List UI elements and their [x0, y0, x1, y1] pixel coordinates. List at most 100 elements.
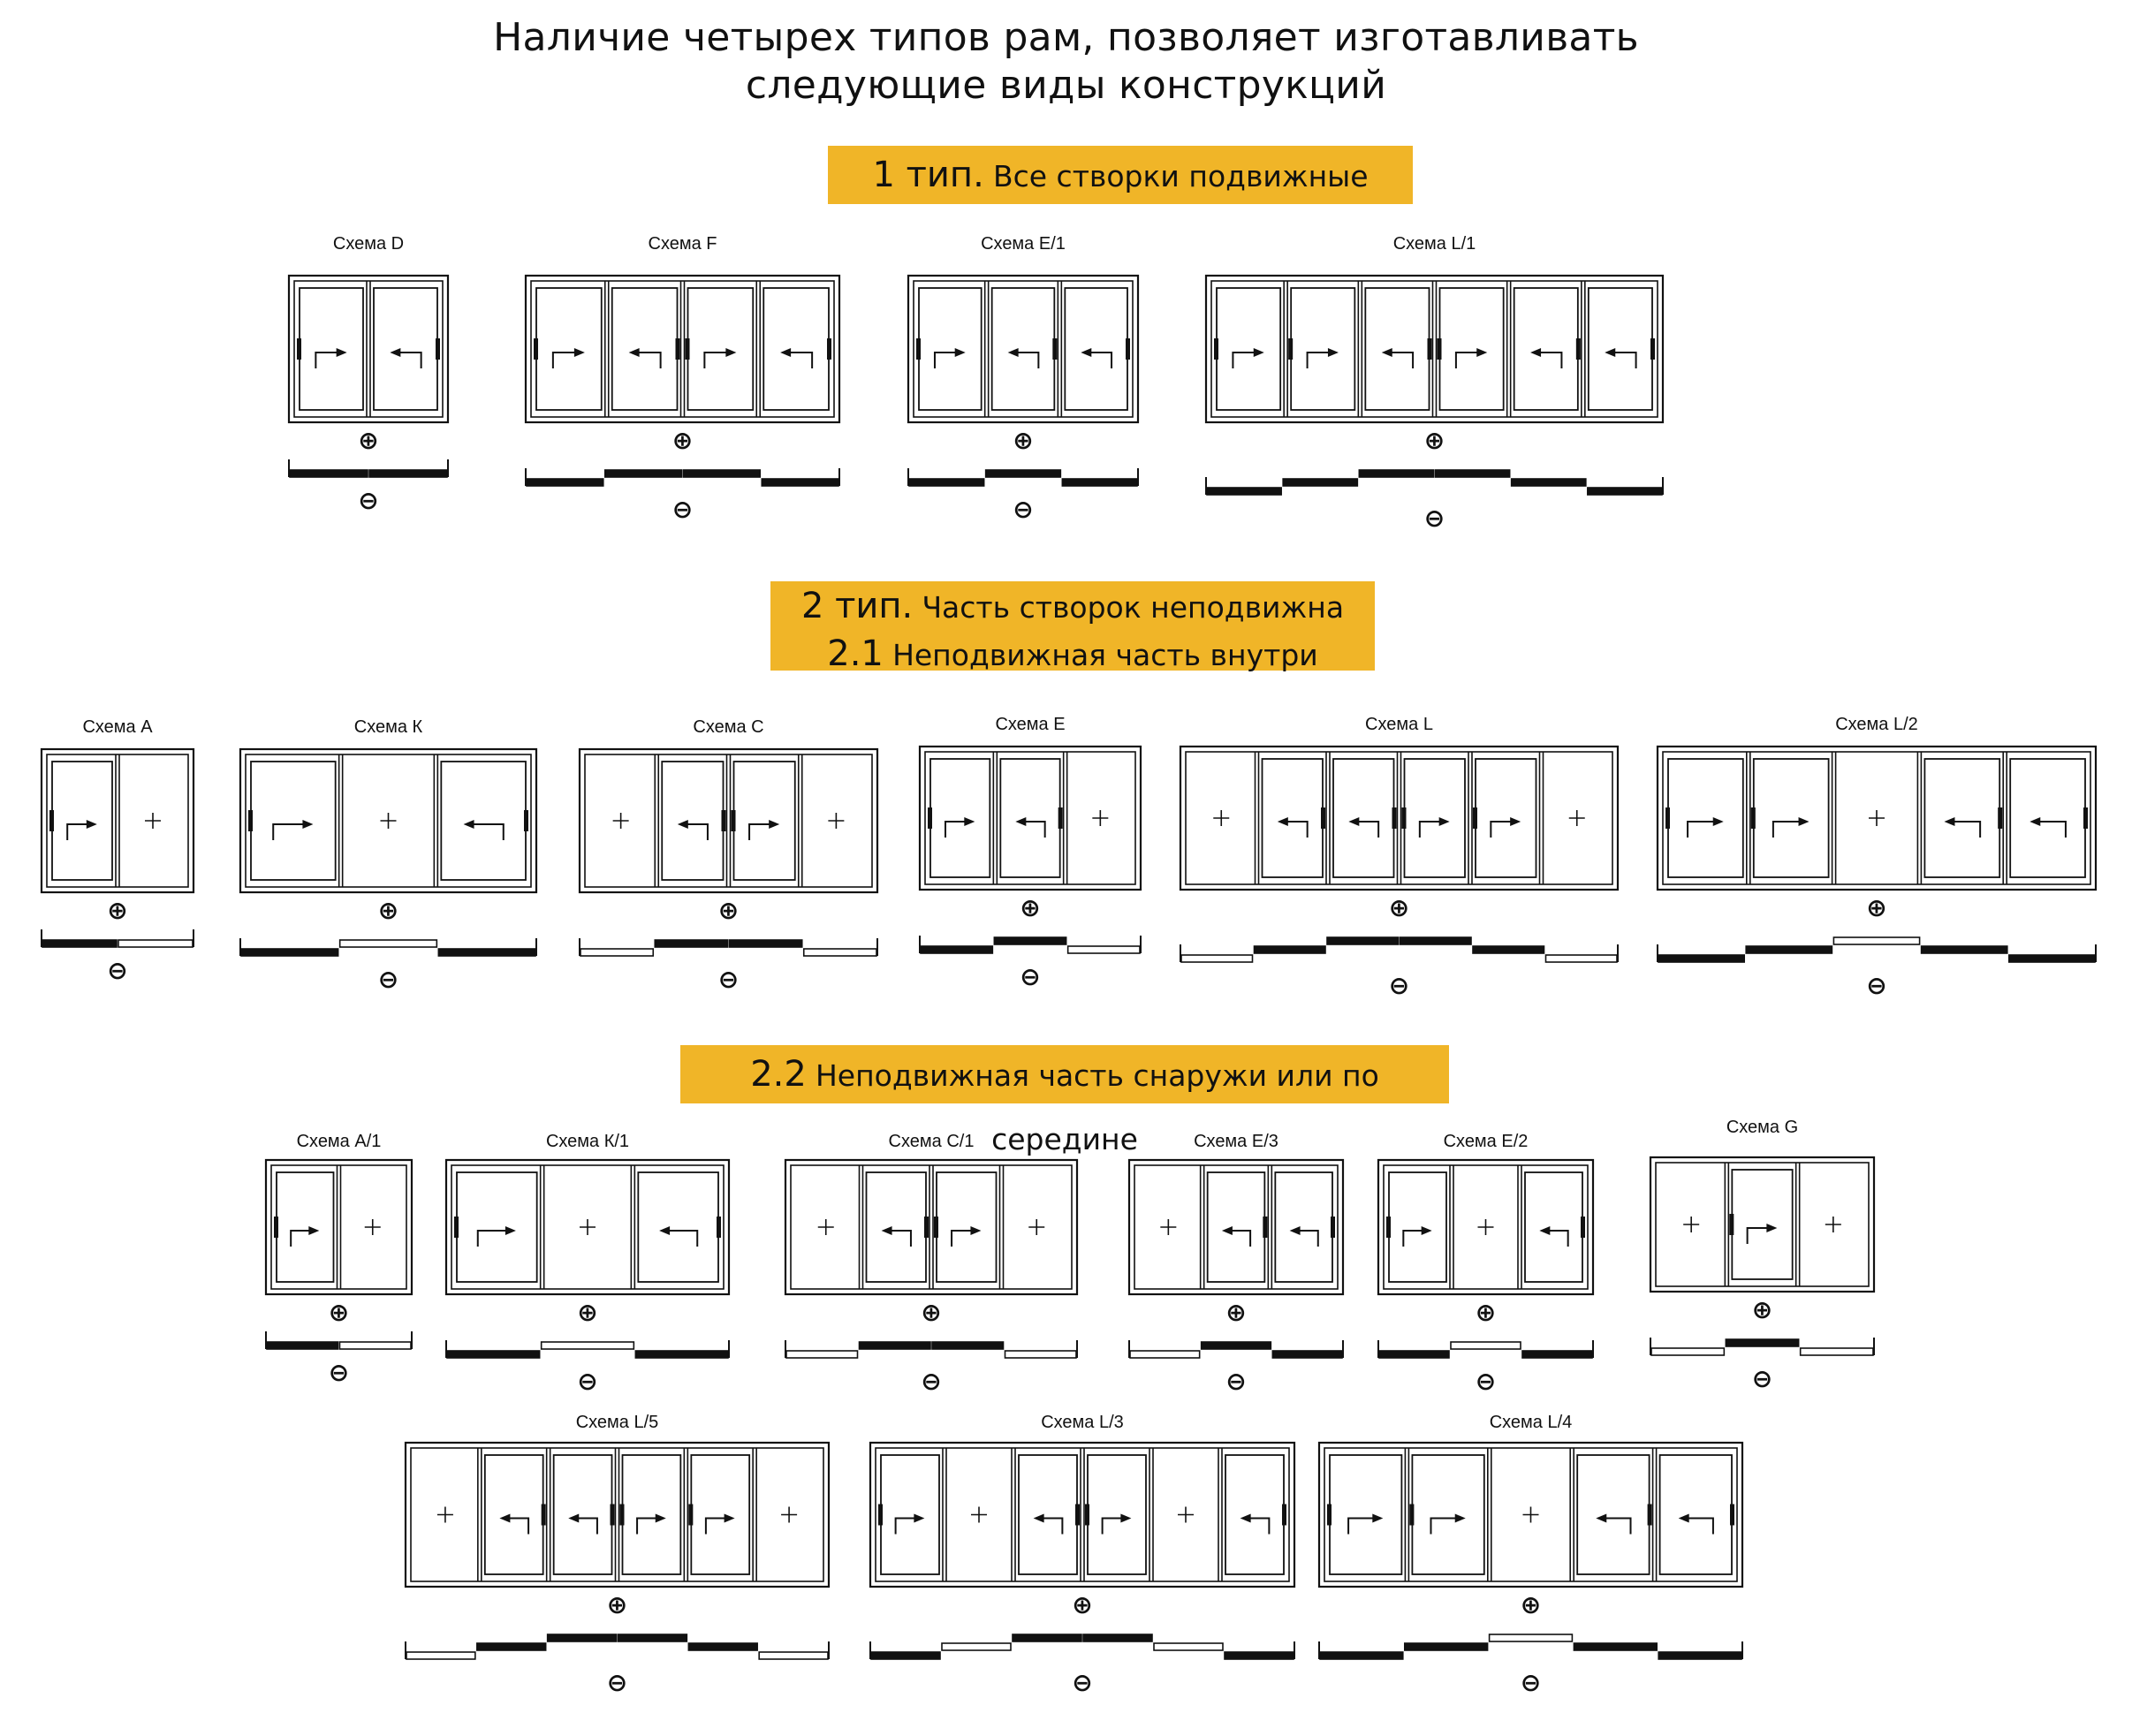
- handle-icon: [49, 810, 54, 831]
- arrow-left-icon: [1546, 1230, 1569, 1247]
- arrow-left-icon: [1612, 352, 1637, 368]
- outside-symbol-icon: ⊕: [1013, 426, 1033, 455]
- arrow-right-icon: [1490, 821, 1514, 838]
- arrow-head-icon: [1712, 817, 1724, 826]
- scheme-12: Схема C/1⊕⊖: [784, 1132, 1079, 1396]
- scheme-label: Схема L: [1365, 715, 1433, 734]
- track-sliding-bar: [920, 945, 994, 954]
- scheme-label: Схема L/1: [1393, 234, 1476, 254]
- inside-symbol-icon: ⊖: [1020, 962, 1040, 991]
- banner-type-1-num: 1 тип.: [872, 155, 984, 195]
- track-sliding-bar: [2008, 954, 2096, 963]
- arrow-left-icon: [1685, 1517, 1714, 1535]
- handle-icon: [1214, 338, 1218, 360]
- banner-type-2-1-text: Неподвижная часть внутри: [892, 638, 1318, 672]
- inside-symbol-icon: ⊖: [329, 1358, 349, 1387]
- banner-type-2-2: 2.2 Неподвижная часть снаружи или по сер…: [680, 1045, 1449, 1156]
- track-sliding-bar: [1404, 1642, 1489, 1651]
- frame-outer: [907, 274, 1140, 424]
- handle-icon: [1750, 807, 1756, 829]
- arrow-left-icon: [666, 1230, 699, 1247]
- scheme-4: Схема A⊕⊖: [40, 717, 195, 985]
- handle-icon: [1575, 338, 1581, 360]
- frame-outer: [784, 1158, 1079, 1296]
- banner-type-2-2-text: Неподвижная часть снаружи или по середин…: [815, 1058, 1379, 1156]
- scheme-18: Схема L/4⊕⊖: [1317, 1413, 1744, 1697]
- handle-icon: [1729, 1214, 1734, 1235]
- inside-symbol-icon: ⊖: [718, 965, 739, 994]
- frame-inner: [924, 751, 1136, 885]
- track-sliding-bar: [993, 936, 1067, 945]
- scheme-label: Схема E: [995, 715, 1065, 734]
- handle-icon: [1437, 338, 1442, 360]
- track-fixed-bar: [1650, 1347, 1726, 1356]
- scheme-15: Схема G⊕⊖: [1649, 1118, 1876, 1393]
- frame-outer: [1204, 274, 1665, 424]
- handle-icon: [1581, 1217, 1585, 1238]
- scheme-2: Схема E/1⊕⊖: [907, 234, 1140, 524]
- arrow-right-icon: [1772, 821, 1802, 838]
- track-sliding-bar: [1658, 1651, 1742, 1660]
- arrow-head-icon: [655, 1513, 666, 1523]
- track-sliding-bar: [1271, 1350, 1343, 1359]
- track-sliding-bar: [1434, 469, 1511, 478]
- page-title: Наличие четырех типов рам, позволяет изг…: [0, 14, 2132, 110]
- handle-icon: [1730, 1504, 1734, 1526]
- arrow-head-icon: [463, 820, 474, 829]
- track-fixed-bar: [1129, 1350, 1201, 1359]
- track-fixed-bar: [406, 1651, 476, 1660]
- arrow-right-icon: [272, 823, 307, 840]
- handle-icon: [1473, 807, 1477, 829]
- track-sliding-bar: [1587, 487, 1663, 496]
- handle-icon: [1085, 1504, 1089, 1526]
- arrow-right-icon: [933, 352, 959, 368]
- track-fixed-bar: [802, 948, 877, 957]
- scheme-16: Схема L/5⊕⊖: [404, 1413, 831, 1697]
- banner-type-2-2-num: 2.2: [750, 1054, 807, 1095]
- frame-inner: [875, 1447, 1290, 1582]
- arrow-right-icon: [1347, 1517, 1377, 1535]
- arrow-left-icon: [1088, 352, 1113, 368]
- handle-icon: [436, 338, 440, 360]
- handle-icon: [1288, 338, 1294, 360]
- handle-icon: [1263, 1217, 1268, 1238]
- track-fixed-bar: [758, 1651, 829, 1660]
- frame-inner: [584, 754, 873, 888]
- arrow-left-icon: [1951, 821, 1982, 838]
- arrow-left-icon: [1040, 1517, 1064, 1535]
- scheme-7: Схема E⊕⊖: [918, 715, 1142, 991]
- track-sliding-bar: [368, 469, 448, 478]
- frame-outer: [264, 1158, 414, 1296]
- arrow-right-icon: [1306, 352, 1332, 368]
- frame-inner: [46, 754, 189, 888]
- arrow-head-icon: [505, 1226, 516, 1235]
- scheme-8: Схема L⊕⊖: [1179, 715, 1620, 1000]
- track-sliding-bar: [1224, 1651, 1294, 1660]
- handle-icon: [928, 807, 932, 829]
- inside-symbol-icon: ⊖: [607, 1668, 627, 1697]
- track-fixed-bar: [785, 1350, 859, 1359]
- track-sliding-bar: [761, 478, 839, 487]
- track-sliding-bar: [1358, 469, 1435, 478]
- banner-type-2-num: 2 тип.: [800, 586, 914, 626]
- outside-symbol-icon: ⊕: [1866, 893, 1886, 922]
- arrow-head-icon: [1327, 348, 1339, 357]
- arrow-head-icon: [881, 1226, 892, 1235]
- track-fixed-bar: [1180, 954, 1254, 963]
- scheme-10: Схема A/1⊕⊖: [264, 1132, 414, 1387]
- scheme-label: Схема E/3: [1194, 1132, 1278, 1151]
- arrow-head-icon: [1678, 1513, 1689, 1523]
- arrow-right-icon: [1687, 821, 1717, 838]
- track-sliding-bar: [1725, 1338, 1800, 1347]
- arrow-head-icon: [1944, 817, 1955, 826]
- arrow-left-icon: [1537, 352, 1563, 368]
- track-sliding-bar: [1920, 945, 2008, 954]
- arrow-left-icon: [1228, 1230, 1252, 1247]
- frame-outer: [404, 1441, 831, 1588]
- handle-icon: [297, 338, 301, 360]
- frame-outer: [524, 274, 841, 424]
- arrow-head-icon: [724, 1513, 735, 1523]
- handle-icon: [1282, 1504, 1286, 1526]
- arrow-right-icon: [290, 1230, 313, 1247]
- frame-inner: [1185, 751, 1613, 885]
